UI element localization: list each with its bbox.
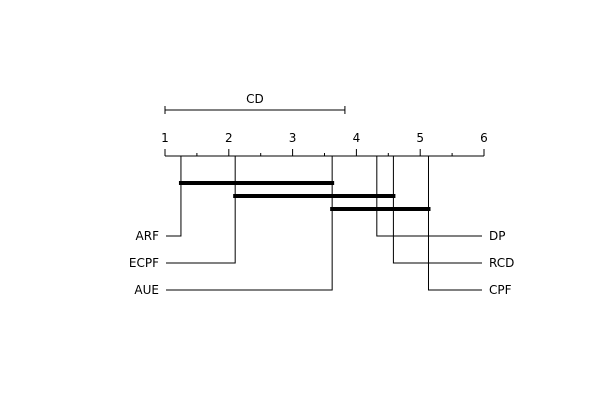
axis-tick-label: 2 <box>225 131 233 145</box>
method-connector <box>427 156 482 291</box>
method-label: CPF <box>489 283 512 297</box>
clique-bars <box>178 181 431 211</box>
method-label: ARF <box>136 229 160 243</box>
axis-tick-label: 3 <box>289 131 297 145</box>
method-connector <box>166 156 182 237</box>
method-label: DP <box>489 229 505 243</box>
axis-tick-label: 6 <box>480 131 488 145</box>
method-labels: ARF ECPF AUE DP RCD CPF <box>129 156 514 297</box>
method-connector <box>376 156 482 237</box>
method-connector <box>392 156 482 264</box>
cd-label: CD <box>246 92 264 106</box>
method-label: ECPF <box>129 256 159 270</box>
method-label: AUE <box>134 283 159 297</box>
axis-tick-label: 1 <box>161 131 169 145</box>
rank-axis: 1 2 3 4 5 6 <box>161 131 488 157</box>
method-connector <box>166 156 333 291</box>
method-label: RCD <box>489 256 514 270</box>
method-connector <box>166 156 236 264</box>
axis-tick-label: 5 <box>416 131 424 145</box>
axis-tick-label: 4 <box>353 131 361 145</box>
critical-difference-bar: CD <box>164 92 346 114</box>
